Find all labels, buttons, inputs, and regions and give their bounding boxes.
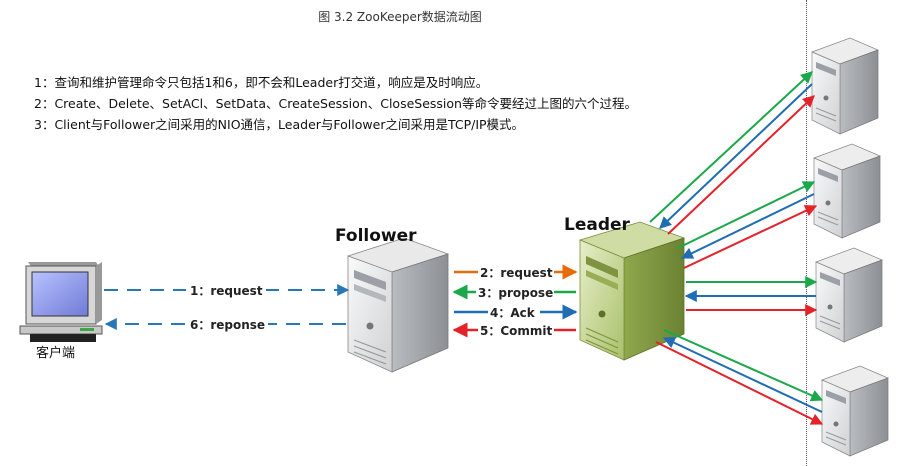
- request-leader-label: 2：request: [480, 266, 553, 280]
- propose-label: 3：propose: [478, 286, 553, 300]
- propose-to-server-2-arrow: [677, 181, 816, 249]
- reponse-client-label-bg: [186, 317, 268, 332]
- leader-title: Leader: [564, 215, 631, 235]
- follower-title: Follower: [335, 226, 417, 246]
- remote-follower-server-icon-3: [815, 247, 883, 343]
- commit-label-bg: [478, 323, 554, 338]
- reponse-client-label: 6：reponse: [190, 318, 265, 332]
- request-client-label-bg: [186, 283, 266, 298]
- ack-from-server-4-arrow: [662, 337, 823, 413]
- remote-follower-server-icon-4: [821, 365, 889, 457]
- note-line-2: 2：Create、Delete、SetACl、SetData、CreateSes…: [34, 96, 637, 111]
- ack-from-server-2-arrow: [680, 193, 815, 259]
- figure-caption: 图 3.2 ZooKeeper数据流动图: [318, 10, 482, 24]
- follower-server-icon: [346, 237, 450, 373]
- ack-from-server-1-arrow: [659, 83, 813, 229]
- commit-to-server-2-arrow: [683, 205, 818, 269]
- page-divider: [806, 0, 807, 466]
- commit-to-server-1-arrow: [667, 95, 815, 235]
- remote-follower-server-icon-2: [813, 143, 881, 239]
- request-client-label: 1：request: [190, 284, 263, 298]
- client-label: 客户端: [36, 345, 75, 361]
- propose-to-server-4-arrow: [663, 329, 824, 402]
- ack-label-bg: [488, 305, 540, 320]
- note-line-3: 3：Client与Follower之间采用的NIO通信，Leader与Follo…: [34, 117, 525, 132]
- propose-to-server-1-arrow: [649, 71, 813, 223]
- notes-block: 1：查询和维护管理命令只包括1和6，即不会和Leader打交道，响应是及时响应。…: [34, 72, 637, 135]
- request-leader-label-bg: [478, 265, 554, 280]
- commit-to-server-4-arrow: [655, 341, 824, 425]
- commit-label: 5：Commit: [480, 324, 553, 338]
- leader-server-icon: [578, 221, 686, 361]
- client-computer-icon: [19, 262, 103, 342]
- note-line-1: 1：查询和维护管理命令只包括1和6，即不会和Leader打交道，响应是及时响应。: [34, 75, 489, 90]
- ack-label: 4：Ack: [490, 306, 536, 320]
- propose-label-bg: [476, 285, 554, 300]
- remote-follower-server-icon-1: [811, 37, 879, 135]
